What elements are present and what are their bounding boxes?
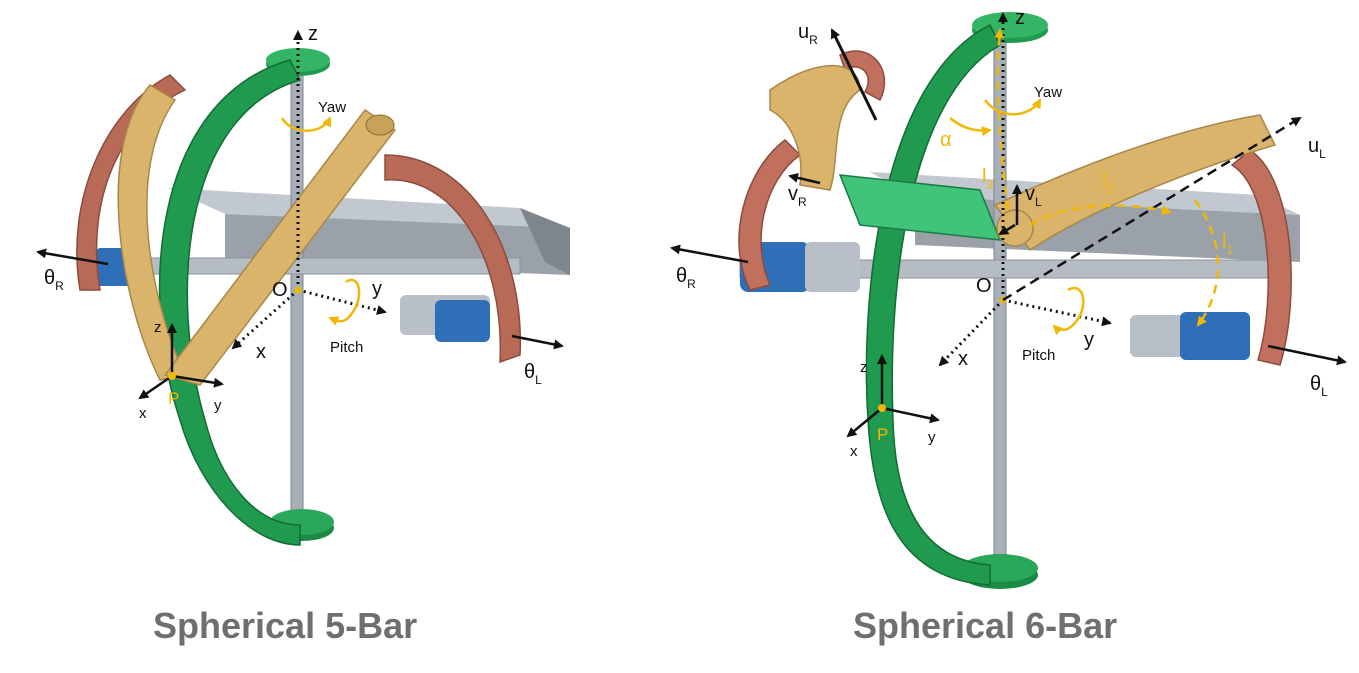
y-axis-dotted	[1002, 298, 1112, 327]
v-r-arrow	[788, 172, 821, 185]
frame-x-label: x	[139, 405, 147, 422]
yaw-arrow	[280, 116, 332, 132]
u-l-axis	[1002, 116, 1302, 302]
point-p-label: P	[877, 425, 888, 444]
right-collar	[805, 242, 860, 292]
caption-six-bar: Spherical 6-Bar	[853, 605, 1118, 646]
theta-l-label: θL	[1310, 373, 1328, 399]
z-axis-label: z	[308, 23, 318, 45]
origin-point	[294, 286, 302, 294]
theta-l-label: θL	[524, 361, 542, 387]
tan-pin	[996, 209, 1034, 247]
pitch-label: Pitch	[1022, 347, 1055, 364]
x-axis-label: x	[256, 341, 266, 363]
w-arrow	[998, 223, 1016, 236]
l1-arc	[1193, 199, 1220, 327]
frame-x-label: x	[850, 443, 858, 460]
theta-r-arrow	[36, 248, 109, 266]
l1-label: l1	[1222, 231, 1233, 257]
frame-z-label: z	[154, 319, 162, 336]
x-axis-label: x	[958, 348, 968, 370]
tan-upper-link	[769, 64, 861, 191]
five-bar-annotations: z y x O Yaw Pitch θR θL z y x P	[36, 23, 564, 422]
frame-y-label: y	[928, 429, 936, 446]
l2-arc	[1029, 204, 1172, 227]
frame-y-label: y	[214, 397, 222, 414]
theta-l-arrow	[511, 334, 564, 350]
frame-z-label: z	[860, 359, 868, 376]
pitch-arrow	[1052, 286, 1085, 336]
theta-r-label: θR	[44, 267, 64, 293]
right-copper-link	[738, 139, 802, 291]
left-bracket	[1130, 315, 1190, 357]
alpha-label: α	[940, 129, 952, 151]
six-bar-annotations: z y x O uL uR vR vL Yaw Pitch l3 l2 l1 α…	[670, 7, 1347, 460]
yaw-arrow	[984, 98, 1042, 116]
alpha-arc	[949, 117, 992, 137]
tan-pin	[365, 114, 395, 136]
pitch-label: Pitch	[330, 339, 363, 356]
six-bar-mechanism	[738, 12, 1300, 589]
u-r-axis	[830, 28, 878, 121]
left-copper-link	[384, 154, 522, 364]
origin-label: O	[272, 279, 288, 301]
u-l-label: uL	[1308, 135, 1326, 161]
tan-long-link	[993, 114, 1277, 252]
yaw-label: Yaw	[1034, 84, 1062, 101]
pitch-arrow	[328, 278, 361, 326]
pitch-axle	[94, 257, 521, 275]
theta-r-label: θR	[676, 265, 696, 291]
v-r-label: vR	[788, 183, 807, 209]
green-coupler	[838, 174, 1002, 241]
green-arc	[158, 59, 302, 546]
end-effector-frame	[138, 323, 224, 400]
theta-l-arrow	[1267, 344, 1347, 366]
left-motor	[1180, 312, 1250, 360]
x-axis-dotted	[231, 288, 299, 350]
caption-five-bar: Spherical 5-Bar	[153, 605, 418, 646]
upper-copper-link	[839, 50, 886, 102]
l3-label: l3	[982, 166, 993, 192]
l3-arc	[994, 28, 1010, 211]
theta-r-arrow	[670, 244, 749, 264]
v-l-label: vL	[1025, 183, 1042, 209]
y-axis-label: y	[372, 278, 382, 300]
l2-label: l2	[1102, 170, 1113, 196]
end-effector-frame	[846, 354, 940, 438]
point-p-label: P	[168, 389, 179, 408]
u-r-label: uR	[798, 21, 818, 47]
y-axis-label: y	[1084, 329, 1094, 351]
z-axis-label: z	[1015, 7, 1025, 29]
left-copper-link	[1230, 149, 1292, 366]
five-bar-mechanism	[76, 48, 570, 546]
left-motor	[435, 300, 490, 342]
yaw-label: Yaw	[318, 99, 346, 116]
origin-label: O	[976, 275, 992, 297]
green-arc	[865, 23, 1001, 586]
